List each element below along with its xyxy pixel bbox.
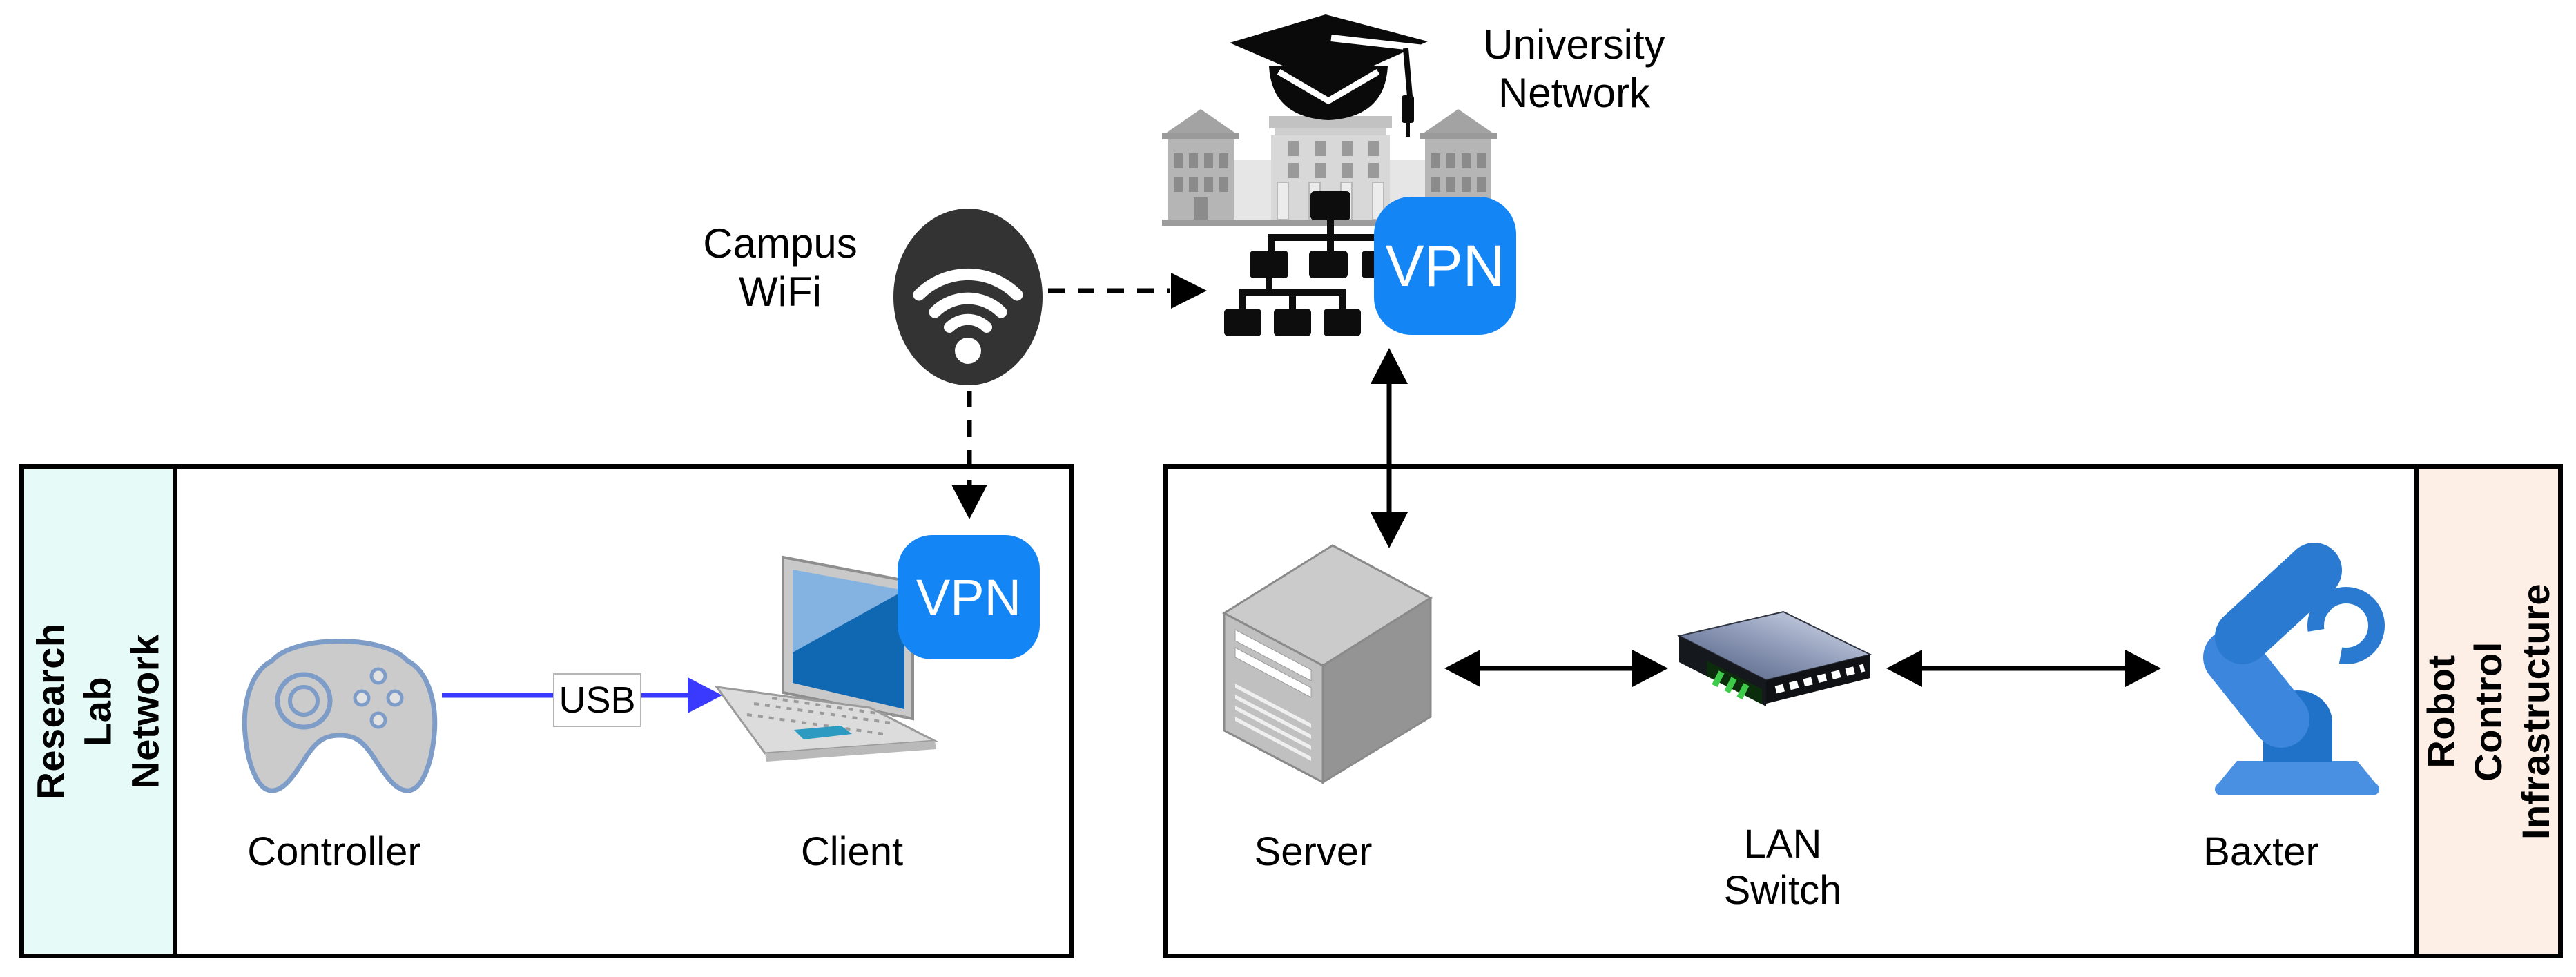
controller-label: Controller [247, 829, 421, 874]
wifi-to-university-arrow [1048, 273, 1207, 309]
usb-label-text: USB [559, 679, 636, 721]
research-lab-box: Research Lab Network [19, 464, 1074, 958]
graduation-cap-icon [1230, 14, 1428, 137]
robot-infrastructure-strip-label: Robot Control Infrastructure [2419, 583, 2557, 840]
lan-switch-label: LAN Switch [1723, 822, 1842, 913]
university-network-label: University Network [1483, 21, 1665, 116]
university-vpn-badge-text: VPN [1385, 233, 1505, 298]
research-lab-strip-label: Research Lab Network [29, 622, 167, 800]
baxter-label: Baxter [2203, 829, 2319, 874]
client-vpn-badge-text: VPN [916, 568, 1022, 626]
client-label: Client [800, 829, 904, 874]
campus-wifi-label: Campus WiFi [703, 220, 858, 315]
university-vpn-badge: VPN [1374, 197, 1516, 335]
server-label: Server [1254, 829, 1373, 874]
research-lab-strip: Research Lab Network [24, 469, 177, 954]
robot-infrastructure-strip: Robot Control Infrastructure [2414, 469, 2558, 954]
usb-connection-label: USB [553, 673, 641, 727]
client-vpn-badge: VPN [898, 535, 1040, 659]
